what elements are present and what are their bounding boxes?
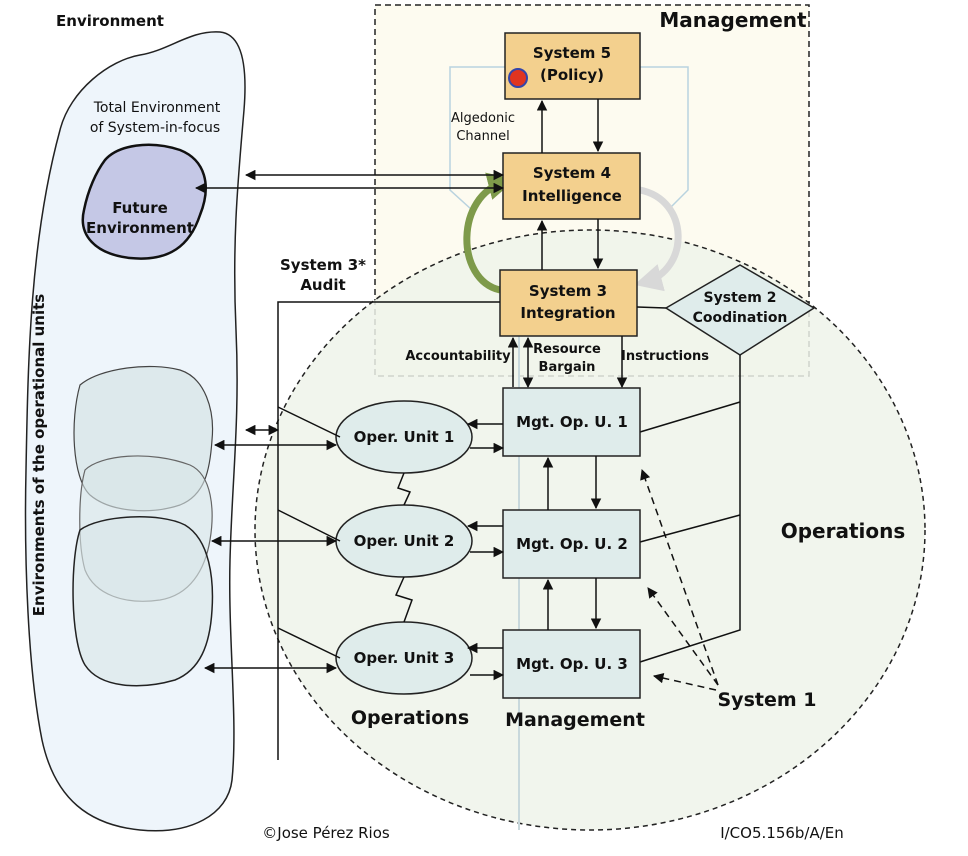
- system1-to-mgt2: [647, 587, 719, 686]
- algedonic-channel-line: [449, 66, 505, 211]
- mgt-unit-3-label: Mgt. Op. U. 3: [516, 655, 628, 673]
- coordination-to-mgt2: [639, 514, 741, 543]
- algedonic-channel-line-right: [640, 66, 689, 211]
- system2-label-2: Coodination: [693, 310, 788, 326]
- oper-unit-3-label: Oper. Unit 3: [354, 649, 455, 667]
- resource-label-1: Resource: [533, 342, 601, 357]
- operations-title: Operations: [781, 519, 906, 543]
- zigzag-1-2: [397, 472, 412, 506]
- system1-label: System 1: [718, 689, 817, 711]
- mgt-unit-3-box[interactable]: [502, 629, 641, 699]
- system3-box[interactable]: [499, 269, 638, 337]
- mgt-unit-1-label: Mgt. Op. U. 1: [516, 413, 628, 431]
- algedonic-line1: Algedonic: [451, 111, 515, 126]
- audit-line1: System 3*: [280, 256, 366, 274]
- coordination-to-mgt1: [639, 401, 741, 433]
- bottom-management-label: Management: [505, 709, 645, 731]
- system3-label-1: System 3: [529, 282, 607, 300]
- system5-label-2: (Policy): [540, 66, 604, 84]
- system5-box[interactable]: [504, 32, 641, 100]
- audit-to-oper1: [277, 406, 341, 438]
- algedonic-line2: Channel: [456, 129, 509, 144]
- oper-unit-2-label: Oper. Unit 2: [354, 532, 455, 550]
- instructions-label: Instructions: [621, 349, 709, 364]
- mgt-unit-2-box[interactable]: [502, 509, 641, 579]
- system2-label-1: System 2: [704, 290, 777, 306]
- accountability-label: Accountability: [405, 349, 511, 364]
- future-environment-line2: Environment: [86, 219, 194, 237]
- bottom-operations-label: Operations: [351, 707, 469, 729]
- s3-s2-line: [636, 306, 667, 309]
- resource-label-2: Bargain: [539, 360, 596, 375]
- mgt-unit-1-box[interactable]: [502, 387, 641, 457]
- future-environment-line1: Future: [112, 199, 168, 217]
- algedonic-dot: [508, 68, 528, 88]
- system5-label-1: System 5: [533, 44, 611, 62]
- system1-to-mgt3: [652, 672, 717, 691]
- audit-line: [277, 301, 500, 760]
- environment-title: Environment: [56, 12, 164, 30]
- total-environment-line2: of System-in-focus: [90, 120, 220, 136]
- operational-units-env-label: Environments of the operational units: [30, 294, 48, 617]
- system4-label-1: System 4: [533, 164, 611, 182]
- system1-to-mgt1: [640, 469, 719, 686]
- system4-label-2: Intelligence: [522, 187, 622, 205]
- future-environment-shape: [81, 143, 207, 260]
- grey-curved-arrow: [634, 186, 682, 292]
- audit-to-oper3: [277, 627, 341, 659]
- system3-label-2: Integration: [520, 304, 615, 322]
- coordination-line: [639, 355, 741, 663]
- op-environment-3: [72, 516, 214, 687]
- oper-unit-1-label: Oper. Unit 1: [354, 428, 455, 446]
- management-title: Management: [659, 8, 807, 32]
- system4-box[interactable]: [502, 152, 641, 220]
- zigzag-2-3: [394, 576, 413, 623]
- audit-line2: Audit: [300, 276, 345, 294]
- total-environment-line1: Total Environment: [93, 100, 221, 116]
- figure-code-label: I/CO5.156b/A/En: [720, 824, 844, 842]
- copyright-label: ©Jose Pérez Rios: [262, 824, 390, 842]
- mgt-unit-2-label: Mgt. Op. U. 2: [516, 535, 628, 553]
